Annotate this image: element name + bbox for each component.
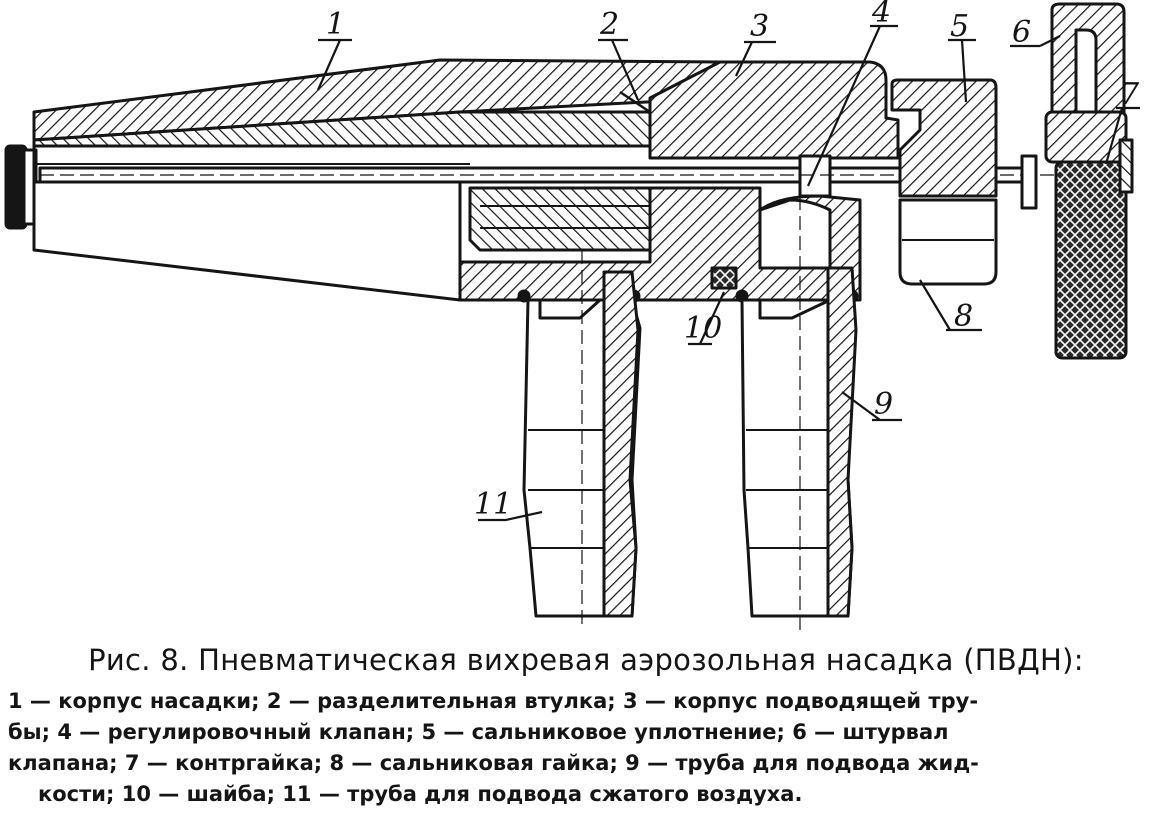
callout-6: 6 (1012, 15, 1031, 50)
callout-3: 3 (750, 9, 769, 44)
legend-line: кости; 10 — шайба; 11 — труба для подвод… (38, 782, 803, 806)
callout-4: 4 (871, 0, 891, 30)
callout-7: 7 (1120, 77, 1140, 112)
callout-leader-lines (316, 24, 1140, 522)
legend-line: клапана; 7 — контргайка; 8 — сальниковая… (8, 751, 979, 775)
lock-nut (1020, 138, 1134, 210)
supply-tube-body (458, 60, 900, 302)
callout-11: 11 (474, 487, 512, 522)
nozzle-body (32, 58, 722, 302)
valve-handwheel (1044, 2, 1128, 360)
nozzle-tip-cap (4, 144, 38, 230)
legend-line: бы; 4 — регулировочный клапан; 5 — сальн… (8, 720, 949, 744)
figure-caption-title: Рис. 8. Пневматическая вихревая аэрозоль… (88, 643, 1084, 677)
callout-labels: 1 2 3 4 5 6 7 8 9 10 11 (326, 0, 1140, 522)
gland-nut (890, 78, 998, 286)
callout-1: 1 (326, 7, 345, 42)
figure-caption-legend: 1 — корпус насадки; 2 — разделительная в… (8, 686, 1164, 810)
nozzle-cross-section-drawing: 1 2 3 4 5 6 7 8 9 10 11 (4, 0, 1140, 630)
callout-2: 2 (599, 7, 619, 42)
liquid-supply-tube (740, 196, 858, 630)
air-supply-tube (522, 250, 642, 630)
callout-5: 5 (950, 9, 969, 44)
legend-line: 1 — корпус насадки; 2 — разделительная в… (8, 689, 979, 713)
callout-9: 9 (874, 387, 893, 422)
callout-10: 10 (684, 311, 722, 346)
callout-8: 8 (954, 299, 973, 334)
